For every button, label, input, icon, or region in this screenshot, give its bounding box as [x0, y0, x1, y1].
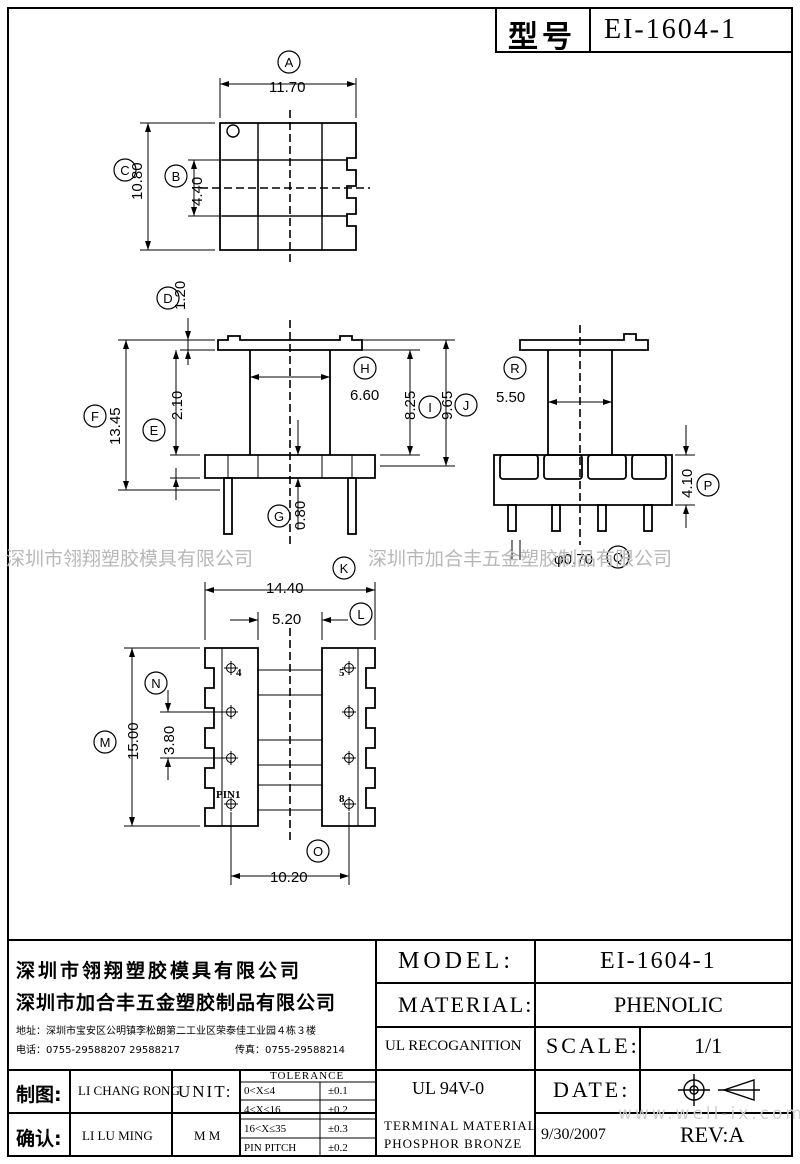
balloon-F: F	[91, 409, 99, 424]
rev-label: REV:A	[680, 1122, 745, 1147]
dim-E-value: 2.10	[169, 391, 186, 420]
tolerance-title: TOLERANCE	[270, 1070, 345, 1082]
tolerance-value: ±0.1	[328, 1085, 348, 1097]
date-value: 9/30/2007	[541, 1126, 606, 1143]
balloon-B: B	[172, 169, 181, 184]
balloon-D: D	[163, 291, 172, 306]
balloon-A: A	[285, 55, 294, 70]
dim-B-value: 4.40	[189, 177, 206, 206]
terminal-material-label: TERMINAL MATERIAL	[384, 1118, 537, 1133]
company-fax: 传真：0755-29588214	[235, 1045, 345, 1056]
watermark-left: 深圳市翎翔塑胶模具有限公司	[6, 548, 254, 570]
balloon-G: G	[274, 509, 284, 524]
balloon-L: L	[357, 607, 364, 622]
dim-L-value: 5.20	[272, 611, 301, 628]
terminal-material-value: PHOSPHOR BRONZE	[384, 1136, 523, 1151]
company-phone: 电话：0755-29588207 29588217	[16, 1045, 181, 1056]
balloon-O: O	[313, 844, 323, 859]
pin-label-8: 8	[339, 793, 345, 805]
material-label: MATERIAL:	[398, 992, 534, 1017]
dim-J-value: 9.65	[439, 391, 456, 420]
dim-C-value: 10.80	[129, 162, 146, 200]
balloon-H: H	[360, 361, 369, 376]
projection-symbol-icon	[678, 1074, 760, 1106]
tolerance-range: 16<X≤35	[244, 1123, 287, 1135]
pin-label-4: 4	[236, 667, 242, 679]
model-label: MODEL:	[398, 948, 514, 974]
tolerance-range: 0<X≤4	[244, 1085, 276, 1097]
balloon-E: E	[150, 423, 159, 438]
tolerance-value: ±0.3	[328, 1123, 348, 1135]
tolerance-value: ±0.2	[328, 1104, 348, 1116]
ul-label: UL RECOGANITION	[385, 1038, 522, 1054]
dim-G-value: 0.80	[292, 501, 309, 530]
dim-N-value: 3.80	[161, 726, 178, 755]
company-address: 地址：深圳市宝安区公明镇李松朗第二工业区荣泰佳工业园４栋３楼	[16, 1026, 316, 1037]
drawn-by-value: LI CHANG RONG	[78, 1083, 180, 1098]
company-name-1: 深圳市翎翔塑胶模具有限公司	[16, 960, 303, 982]
type-label: 型号	[508, 20, 576, 55]
unit-label: UNIT:	[178, 1082, 233, 1101]
dim-Q-value: φ0.70	[554, 551, 593, 568]
model-value: EI-1604-1	[600, 948, 717, 974]
header-model: EI-1604-1	[604, 14, 738, 45]
date-label: DATE:	[553, 1077, 631, 1102]
watermark-site: www.well-ix.com	[618, 1104, 800, 1124]
balloon-C: C	[120, 163, 129, 178]
drawn-by-label: 制图:	[16, 1084, 62, 1106]
pin-label-5: 5	[339, 667, 345, 679]
dim-P-value: 4.10	[679, 469, 696, 498]
pin-label-1: PIN1	[216, 789, 240, 801]
balloon-P: P	[704, 478, 713, 493]
dim-A-value: 11.70	[269, 79, 305, 96]
top-view	[200, 110, 370, 262]
dim-R-value: 5.50	[496, 389, 525, 406]
balloon-M: M	[100, 735, 111, 750]
balloon-K: K	[340, 561, 349, 576]
watermark-right: 深圳市加合丰五金塑胶制品有限公司	[368, 548, 673, 570]
scale-label: SCALE:	[546, 1033, 640, 1058]
balloon-N: N	[151, 676, 160, 691]
balloon-I: I	[428, 400, 432, 415]
dim-M-value: 15.00	[125, 722, 142, 760]
tolerance-range: PIN PITCH	[244, 1142, 297, 1154]
dim-K-value: 14.40	[266, 580, 304, 597]
checked-by-value: LI LU MING	[82, 1128, 153, 1143]
tolerance-range: 4<X≤16	[244, 1104, 281, 1116]
tolerance-value: ±0.2	[328, 1142, 348, 1154]
company-name-2: 深圳市加合丰五金塑胶制品有限公司	[16, 992, 337, 1014]
dim-I-value: 8.25	[402, 391, 419, 420]
dim-H-value: 6.60	[350, 387, 379, 404]
dim-F-value: 13.45	[107, 407, 124, 445]
ul-value: UL 94V-0	[412, 1078, 485, 1098]
dim-O-value: 10.20	[270, 869, 308, 886]
scale-value: 1/1	[694, 1033, 723, 1058]
material-value: PHENOLIC	[614, 992, 723, 1017]
unit-value: M M	[194, 1128, 221, 1143]
balloon-J: J	[463, 398, 470, 413]
checked-by-label: 确认:	[16, 1128, 62, 1150]
front-view	[204, 320, 376, 545]
balloon-Q: Q	[613, 550, 623, 565]
dim-D-value: 1.20	[172, 281, 189, 310]
bottom-view	[204, 628, 376, 842]
balloon-R: R	[510, 361, 519, 376]
